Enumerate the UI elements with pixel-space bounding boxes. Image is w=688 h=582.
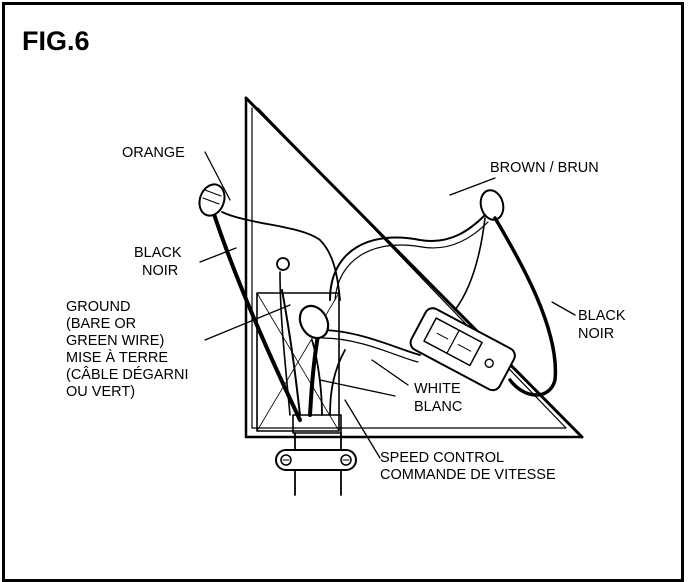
- label-ground-4: MISE À TERRE: [66, 349, 168, 366]
- speed-control-lead: [454, 217, 486, 311]
- black-wire-right: [493, 216, 558, 397]
- label-black-right: BLACK: [578, 308, 626, 324]
- label-ground-6: OU VERT): [66, 384, 135, 400]
- wire-nut-left: [198, 183, 226, 217]
- wiring-diagram: ORANGE BROWN / BRUN BLACK NOIR GROUND (B…: [66, 96, 626, 496]
- label-ground-5: (CÂBLE DÉGARNI: [66, 366, 188, 383]
- mounting-bracket: [244, 96, 584, 439]
- label-noir-right: NOIR: [578, 326, 614, 342]
- label-brown: BROWN / BRUN: [490, 160, 599, 176]
- conduit: [275, 414, 357, 496]
- label-noir-left: NOIR: [142, 263, 178, 279]
- wire-nut-center: [298, 304, 330, 340]
- brown-wire-edge: [334, 221, 489, 301]
- orange-wire: [221, 211, 341, 301]
- leader-lines: [199, 151, 576, 459]
- white-wire-edge: [321, 337, 419, 363]
- speed-control-unit: [409, 307, 516, 392]
- label-orange: ORANGE: [122, 145, 185, 161]
- figure-title: FIG.6: [22, 26, 90, 56]
- label-blanc: BLANC: [414, 399, 462, 415]
- white-wire: [319, 329, 421, 356]
- labels: ORANGE BROWN / BRUN BLACK NOIR GROUND (B…: [66, 145, 626, 483]
- label-ground-3: GREEN WIRE): [66, 333, 164, 349]
- label-white: WHITE: [414, 381, 461, 397]
- label-ground-1: GROUND: [66, 299, 130, 315]
- label-ground-2: (BARE OR: [66, 316, 136, 332]
- label-commande-vitesse: COMMANDE DE VITESSE: [380, 467, 556, 483]
- black-wire-left: [210, 206, 302, 422]
- brown-wire: [329, 214, 486, 301]
- label-speed-control: SPEED CONTROL: [380, 450, 504, 466]
- label-black-left: BLACK: [134, 245, 182, 261]
